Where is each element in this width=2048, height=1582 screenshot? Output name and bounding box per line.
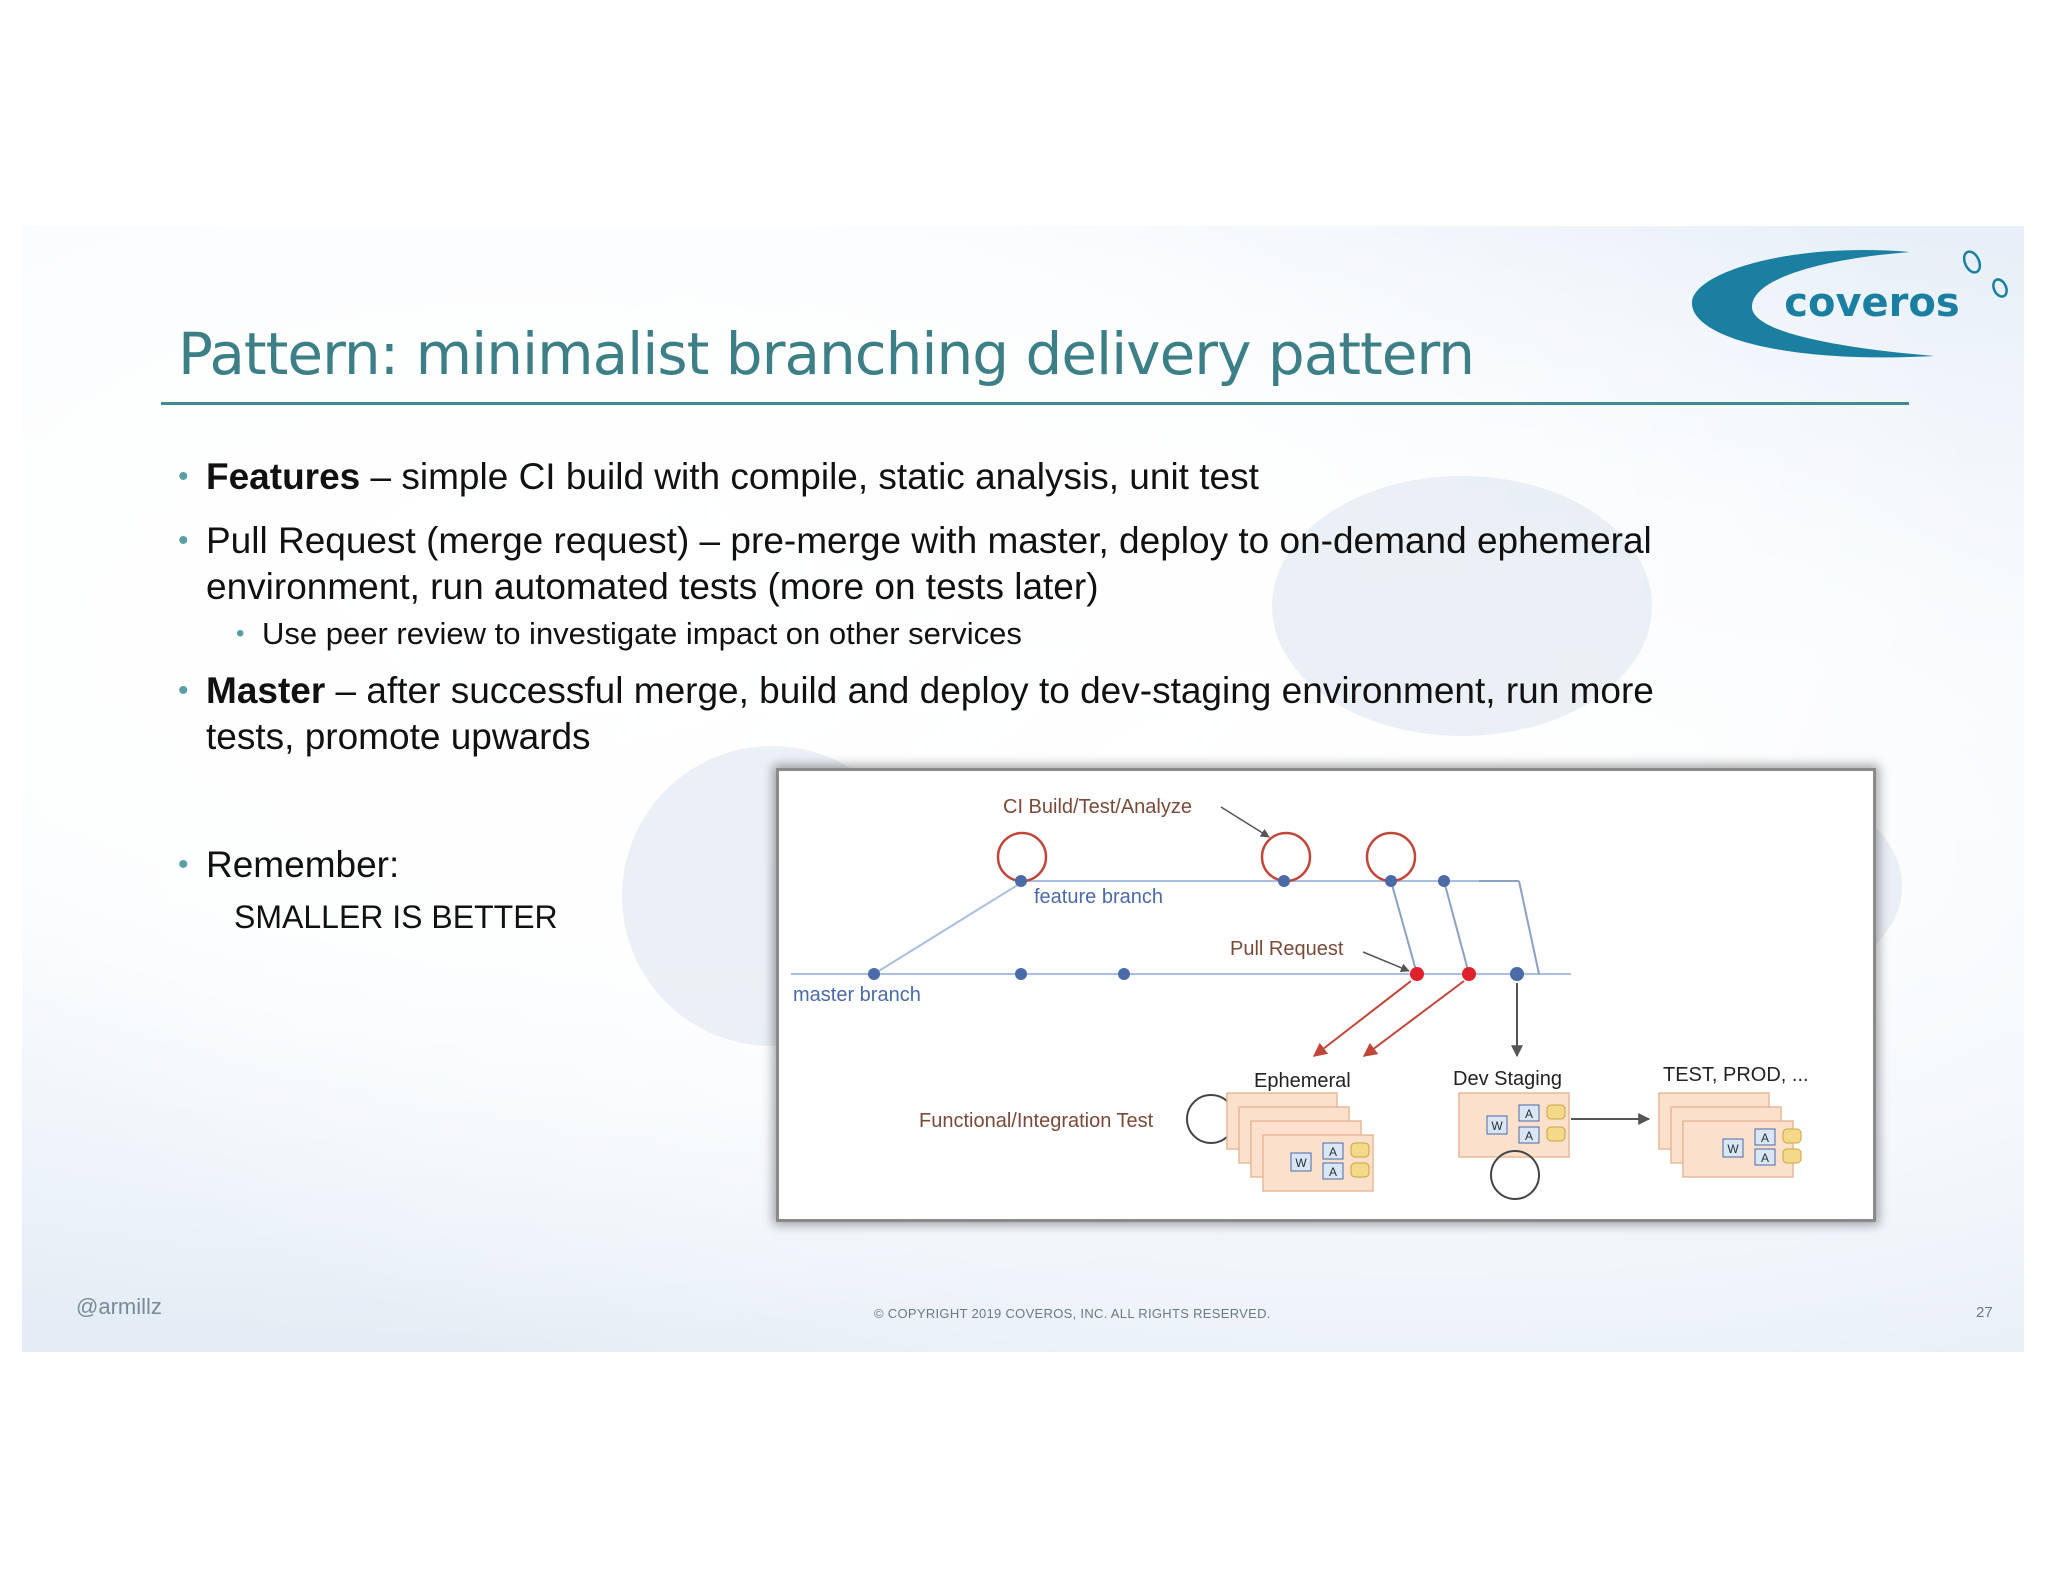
- deploy-arrow: [1312, 980, 1412, 1057]
- page-number: 27: [1976, 1304, 1993, 1321]
- branching-diagram: CI Build/Test/Analyze feature branch Pul…: [776, 768, 1876, 1222]
- commit-dot: [1510, 967, 1524, 981]
- merge-line: [1390, 880, 1418, 975]
- coveros-logo: coveros: [1691, 250, 2008, 358]
- web-node-label: W: [1491, 1119, 1503, 1133]
- app-node-label: A: [1329, 1145, 1337, 1159]
- app-node-box: [1754, 1128, 1776, 1146]
- sub-bullet-peer-review: • Use peer review to investigate impact …: [178, 614, 1818, 654]
- dev-staging-env-box: [1458, 1092, 1570, 1158]
- commit-dot: [1278, 875, 1290, 887]
- slide: Pattern: minimalist branching delivery p…: [22, 226, 2024, 1352]
- commit-dot: [1118, 968, 1130, 980]
- ci-loop-icon: [1260, 831, 1312, 883]
- bullet-remember: • Remember:: [178, 842, 1818, 888]
- app-node-box: [1518, 1126, 1540, 1144]
- ci-build-label: CI Build/Test/Analyze: [1003, 796, 1192, 818]
- web-node-label: W: [1295, 1156, 1307, 1170]
- title-underline: [161, 402, 1909, 405]
- master-branch-label: master branch: [793, 984, 921, 1006]
- commit-dot: [1015, 875, 1027, 887]
- feature-branch-label: feature branch: [1034, 886, 1163, 908]
- feature-branch-fork-line: [873, 880, 1025, 975]
- staging-loop-icon: [1490, 1150, 1540, 1200]
- world-map-shape: [1272, 476, 1652, 736]
- merge-dot: [1462, 967, 1476, 981]
- bullet-master-text: – after successful merge, build and depl…: [325, 670, 1654, 711]
- database-icon: [1782, 1128, 1802, 1144]
- commit-dot: [1385, 875, 1397, 887]
- database-icon: [1350, 1162, 1370, 1178]
- copyright-notice: © COPYRIGHT 2019 COVEROS, INC. ALL RIGHT…: [874, 1306, 1271, 1321]
- bullet-master-label: Master: [206, 670, 326, 711]
- app-node-box: [1322, 1162, 1344, 1180]
- bullet-remember-text: Remember:: [206, 844, 400, 885]
- web-node-label: W: [1727, 1142, 1739, 1156]
- functional-test-label: Functional/Integration Test: [919, 1110, 1154, 1132]
- bullet-master-line2: tests, promote upwards: [206, 716, 591, 757]
- app-node-box: [1518, 1104, 1540, 1122]
- merge-line: [1443, 880, 1470, 975]
- merge-dot: [1410, 967, 1424, 981]
- database-icon: [1782, 1148, 1802, 1164]
- branching-diagram-svg: CI Build/Test/Analyze feature branch Pul…: [791, 796, 1809, 1200]
- app-node-label: A: [1525, 1107, 1533, 1121]
- bullet-dot: •: [178, 848, 189, 881]
- pull-request-arrow: [1362, 951, 1410, 973]
- bullet-dot: •: [236, 620, 245, 647]
- bullet-master: • Master – after successful merge, build…: [178, 668, 1818, 760]
- deploy-arrow: [1362, 980, 1465, 1057]
- database-icon: [1350, 1142, 1370, 1158]
- bullet-pull-request: • Pull Request (merge request) – pre-mer…: [178, 518, 1818, 610]
- bullet-features: • Features – simple CI build with compil…: [178, 454, 1818, 500]
- app-node-label: A: [1761, 1151, 1769, 1165]
- database-icon: [1546, 1104, 1566, 1120]
- sub-bullet-text: Use peer review to investigate impact on…: [262, 616, 1022, 651]
- commit-dot: [1015, 968, 1027, 980]
- pull-request-label: Pull Request: [1230, 938, 1344, 960]
- ephemeral-label: Ephemeral: [1254, 1070, 1351, 1092]
- remember-note: SMALLER IS BETTER: [234, 899, 558, 935]
- app-node-label: A: [1525, 1129, 1533, 1143]
- bullet-dot: •: [178, 674, 189, 707]
- commit-dot: [868, 968, 880, 980]
- ci-loop-icon: [1365, 831, 1417, 883]
- ci-label-arrow: [1220, 806, 1270, 838]
- test-prod-label: TEST, PROD, ...: [1663, 1064, 1809, 1086]
- web-node-box: [1290, 1152, 1312, 1172]
- commit-dot: [1438, 875, 1450, 887]
- app-node-box: [1754, 1148, 1776, 1166]
- app-node-box: [1322, 1142, 1344, 1160]
- app-node-label: A: [1329, 1165, 1337, 1179]
- page-title: Pattern: minimalist branching delivery p…: [178, 320, 1475, 388]
- bullet-pull-request-line1: Pull Request (merge request) – pre-merge…: [206, 520, 1652, 561]
- logo-text: coveros: [1784, 280, 1959, 326]
- ci-loop-icon: [996, 831, 1048, 883]
- web-node-box: [1722, 1138, 1744, 1158]
- bullet-list: • Features – simple CI build with compil…: [178, 454, 1818, 938]
- merge-line: [1518, 880, 1540, 975]
- author-handle: @armillz: [76, 1294, 162, 1319]
- web-node-box: [1486, 1115, 1508, 1135]
- bullet-pull-request-line2: environment, run automated tests (more o…: [206, 566, 1099, 607]
- database-icon: [1546, 1126, 1566, 1142]
- bullet-features-text: – simple CI build with compile, static a…: [360, 456, 1259, 497]
- bullet-features-label: Features: [206, 456, 361, 497]
- bullet-dot: •: [178, 524, 189, 557]
- app-node-label: A: [1761, 1131, 1769, 1145]
- bullet-dot: •: [178, 460, 189, 493]
- dev-staging-label: Dev Staging: [1453, 1068, 1562, 1090]
